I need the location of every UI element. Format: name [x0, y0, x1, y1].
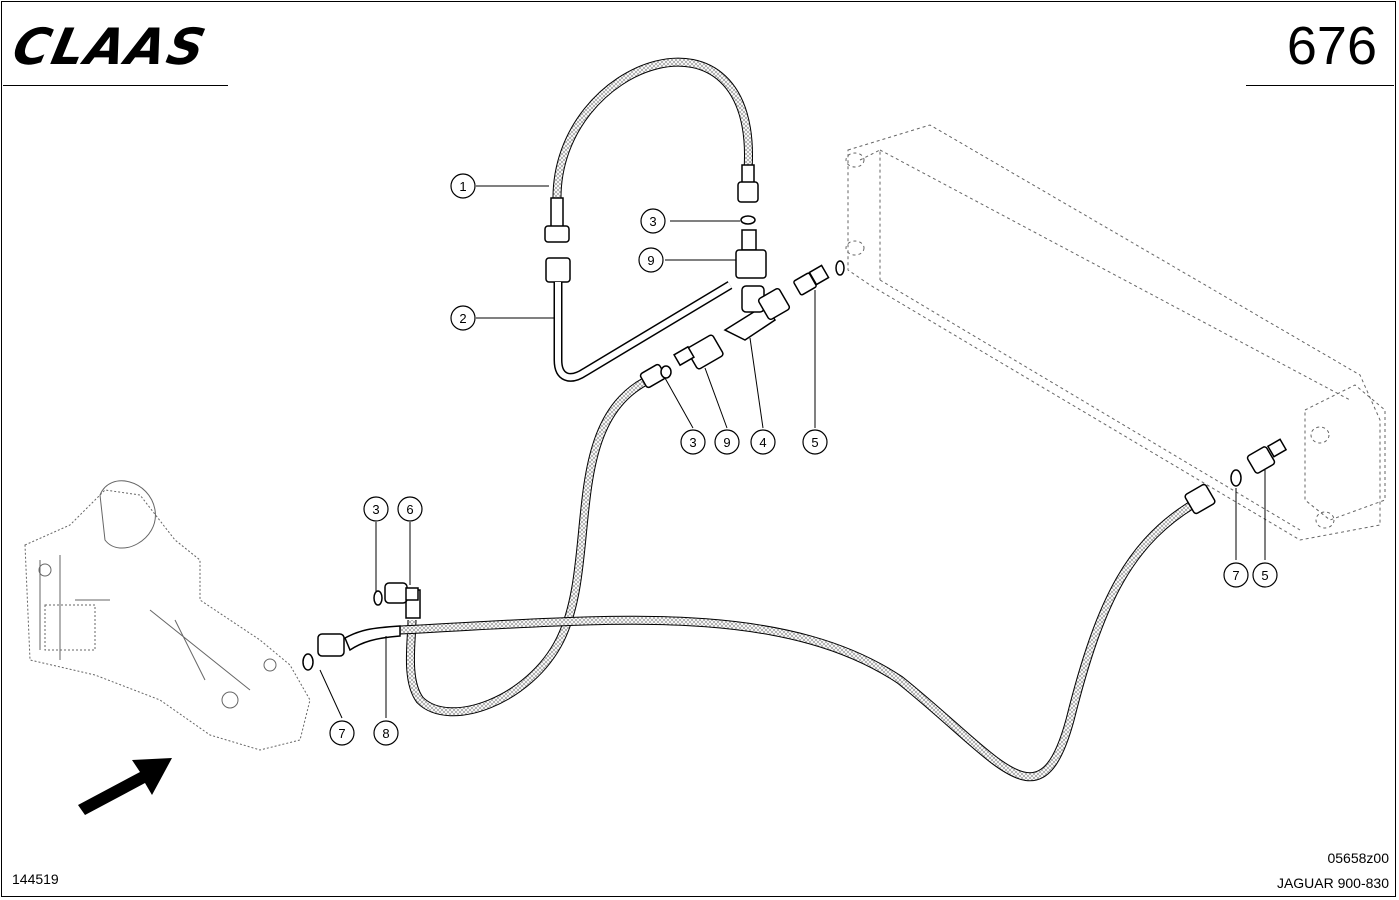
- direction-arrow: [78, 758, 172, 815]
- callout-3-top: 3: [640, 208, 666, 234]
- hose-1: [552, 57, 753, 201]
- footer-code-left: 144519: [12, 871, 59, 887]
- callout-3-mid: 3: [680, 429, 706, 455]
- callout-9-top: 9: [638, 247, 664, 273]
- svg-text:6: 6: [406, 502, 413, 517]
- hose-lower-loop: [405, 373, 654, 717]
- callout-1: 1: [450, 173, 476, 199]
- callout-5-mid: 5: [802, 429, 828, 455]
- page-number: 676: [1286, 16, 1377, 76]
- page-number-underline: [1246, 85, 1394, 86]
- hose-1-fittings: [544, 164, 759, 243]
- svg-text:1: 1: [459, 179, 466, 194]
- svg-text:3: 3: [689, 435, 696, 450]
- callout-9-mid: 9: [714, 429, 740, 455]
- callout-7-pump: 7: [329, 720, 355, 746]
- upper-fittings: [735, 215, 767, 279]
- callout-3-pump: 3: [363, 496, 389, 522]
- oil-cooler: [845, 124, 1386, 541]
- callout-4: 4: [750, 429, 776, 455]
- svg-text:5: 5: [1261, 568, 1268, 583]
- pipe-2: [545, 257, 733, 382]
- callout-8: 8: [373, 720, 399, 746]
- pump-o-ring: [302, 653, 314, 671]
- callout-2: 2: [450, 305, 476, 331]
- footer-drawing-code: 05658z00: [1327, 850, 1389, 866]
- svg-text:9: 9: [723, 435, 730, 450]
- hose-8-fittings: [317, 483, 1216, 657]
- hydraulic-pump: [24, 480, 311, 751]
- callout-7-cooler: 7: [1223, 562, 1249, 588]
- logo-underline: [3, 85, 228, 86]
- leader-lines: [319, 185, 1266, 719]
- svg-text:3: 3: [372, 502, 379, 517]
- cooler-lower-fittings: [1230, 438, 1288, 487]
- callout-6: 6: [397, 496, 423, 522]
- svg-text:8: 8: [382, 726, 389, 741]
- svg-text:4: 4: [759, 435, 766, 450]
- elbow-fitting: [373, 582, 419, 606]
- tee-assembly: [673, 260, 845, 370]
- svg-text:2: 2: [459, 311, 466, 326]
- svg-text:3: 3: [649, 214, 656, 229]
- footer-model: JAGUAR 900-830: [1276, 875, 1389, 891]
- callout-5-cooler: 5: [1252, 562, 1278, 588]
- hose-lower-loop-fittings: [405, 363, 672, 619]
- svg-text:9: 9: [647, 253, 654, 268]
- svg-text:7: 7: [338, 726, 345, 741]
- svg-text:7: 7: [1232, 568, 1239, 583]
- svg-text:5: 5: [811, 435, 818, 450]
